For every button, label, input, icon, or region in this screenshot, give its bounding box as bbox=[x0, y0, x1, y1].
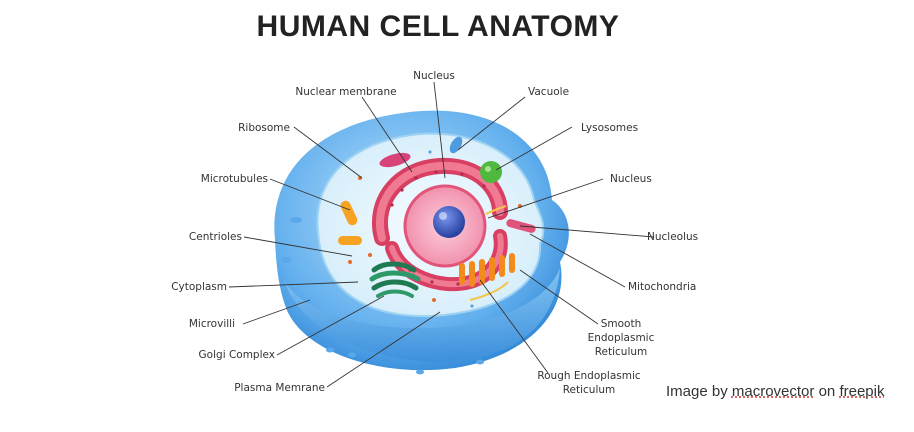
credit-prefix: Image by bbox=[666, 383, 728, 400]
label-golgi: Golgi Complex bbox=[199, 349, 275, 361]
label-ribosome: Ribosome bbox=[238, 122, 290, 134]
image-credit: Image by macrovector on freepik bbox=[666, 383, 884, 400]
lysosome-shape bbox=[480, 161, 502, 183]
golgi-shape bbox=[369, 261, 421, 298]
diagram-title: HUMAN CELL ANATOMY bbox=[256, 10, 620, 43]
label-microvilli: Microvilli bbox=[189, 318, 235, 330]
label-smooth-er-3: Reticulum bbox=[595, 346, 648, 358]
label-nuclear-membrane: Nuclear membrane bbox=[295, 86, 396, 98]
label-lysosomes: Lysosomes bbox=[581, 122, 638, 134]
label-rough-er-1: Rough Endoplasmic bbox=[537, 370, 641, 382]
credit-site-link[interactable]: freepik bbox=[839, 383, 885, 400]
label-nucleus-right: Nucleus bbox=[610, 173, 652, 185]
nucleolus-shape bbox=[433, 206, 465, 238]
label-centrioles: Centrioles bbox=[189, 231, 242, 243]
label-plasma-membrane: Plasma Memrane bbox=[234, 382, 325, 394]
smooth-er-shape bbox=[459, 253, 515, 287]
credit-author-link[interactable]: macrovector bbox=[731, 383, 815, 400]
label-smooth-er-1: Smooth bbox=[601, 318, 642, 330]
label-microtubules: Microtubules bbox=[201, 173, 268, 185]
label-cytoplasm: Cytoplasm bbox=[171, 281, 227, 293]
cell-lower-surface bbox=[284, 268, 560, 362]
label-smooth-er-2: Endoplasmic bbox=[588, 332, 655, 344]
leader-lines bbox=[228, 81, 655, 388]
label-nucleus-top: Nucleus bbox=[413, 70, 455, 82]
label-mitochondria: Mitochondria bbox=[628, 281, 696, 293]
label-vacuole: Vacuole bbox=[528, 86, 569, 98]
label-nucleolus: Nucleolus bbox=[647, 231, 698, 243]
microvilli-shapes bbox=[281, 217, 484, 375]
credit-middle: on bbox=[818, 383, 836, 400]
label-rough-er-2: Reticulum bbox=[563, 384, 616, 396]
